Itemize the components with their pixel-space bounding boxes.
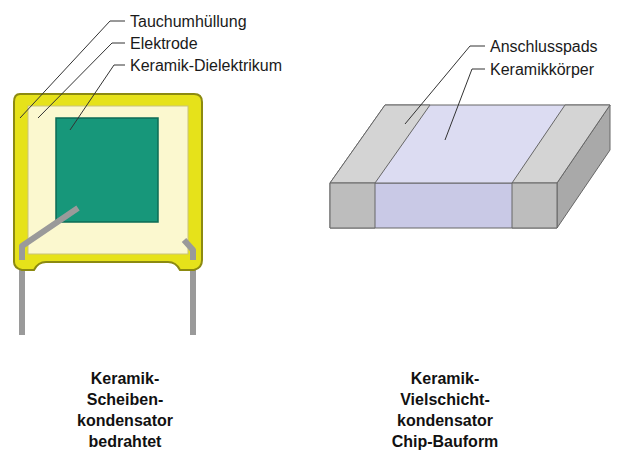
ceramic-body bbox=[330, 183, 557, 228]
part-label: Keramik-Dielektrikum bbox=[130, 56, 282, 75]
part-label: Keramikkörper bbox=[490, 60, 594, 79]
leader-line bbox=[70, 65, 125, 130]
leader-line bbox=[20, 21, 125, 118]
terminal-pad bbox=[512, 105, 610, 183]
lead-wire bbox=[184, 240, 193, 260]
leader-line bbox=[405, 46, 485, 124]
dip-coating bbox=[14, 94, 202, 270]
ceramic-dielectric bbox=[56, 118, 158, 222]
lead-wire bbox=[22, 208, 78, 260]
part-label: Tauchumhüllung bbox=[130, 12, 247, 31]
leader-line bbox=[445, 69, 485, 140]
figure-caption: Keramik- Vielschicht- kondensator Chip-B… bbox=[382, 368, 508, 452]
electrode bbox=[28, 106, 188, 254]
part-label: Elektrode bbox=[130, 34, 198, 53]
terminal-pad bbox=[330, 105, 430, 183]
figure-caption: Keramik- Scheiben- kondensator bedrahtet bbox=[62, 368, 188, 452]
terminal-pad bbox=[330, 183, 375, 228]
leader-line bbox=[38, 43, 125, 118]
terminal-pad bbox=[512, 183, 557, 228]
part-label: Anschlusspads bbox=[490, 37, 598, 56]
